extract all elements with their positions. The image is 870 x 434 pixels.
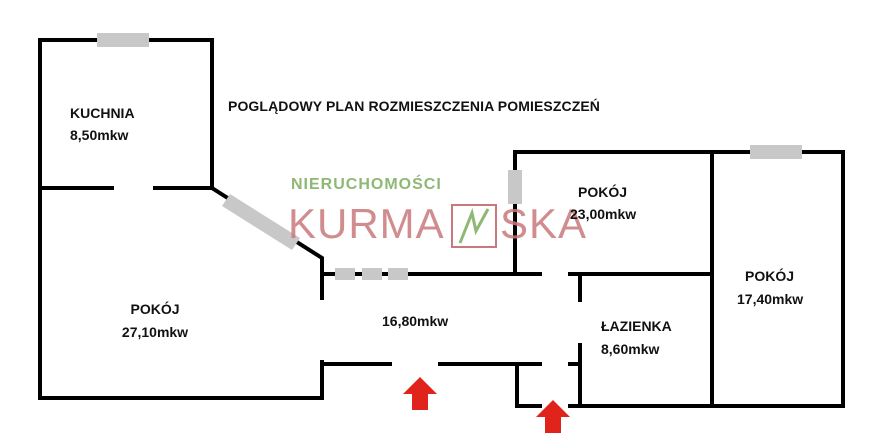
watermark-main-left: KURMA	[288, 200, 445, 247]
bathroom-area: 8,60mkw	[601, 341, 660, 357]
kitchen-name: KUCHNIA	[70, 105, 135, 121]
entrance-arrows	[403, 377, 570, 433]
watermark-top-text: NIERUCHOMOŚCI	[291, 176, 442, 193]
window-corridor-3	[388, 268, 408, 280]
left-room-area: 27,10mkw	[121, 324, 189, 340]
entrance-arrow-hall	[403, 377, 437, 410]
wall-entry-bottom	[515, 362, 582, 408]
right-room-name: POKÓJ	[745, 268, 795, 284]
center-room-name: POKÓJ	[578, 184, 628, 200]
watermark-main-right: SKA	[500, 200, 588, 247]
window-right-room	[750, 145, 802, 159]
window-kitchen	[97, 33, 149, 47]
window-center-room	[508, 170, 522, 204]
plan-title: POGLĄDOWY PLAN ROZMIESZCZENIA POMIESZCZE…	[228, 98, 600, 114]
center-room-area: 23,00mkw	[570, 206, 637, 222]
bathroom-name: ŁAZIENKA	[601, 318, 672, 334]
window-diagonal	[222, 194, 300, 250]
left-room-name: POKÓJ	[130, 301, 180, 317]
windows	[97, 33, 802, 280]
window-corridor-1	[335, 268, 355, 280]
window-corridor-2	[362, 268, 382, 280]
hall-area: 16,80mkw	[382, 313, 449, 329]
watermark-logo-icon	[451, 204, 497, 248]
wall-left-room	[38, 186, 324, 400]
kitchen-area: 8,50mkw	[70, 127, 129, 143]
entrance-arrow-right	[536, 400, 570, 433]
right-room-area: 17,40mkw	[737, 291, 804, 307]
